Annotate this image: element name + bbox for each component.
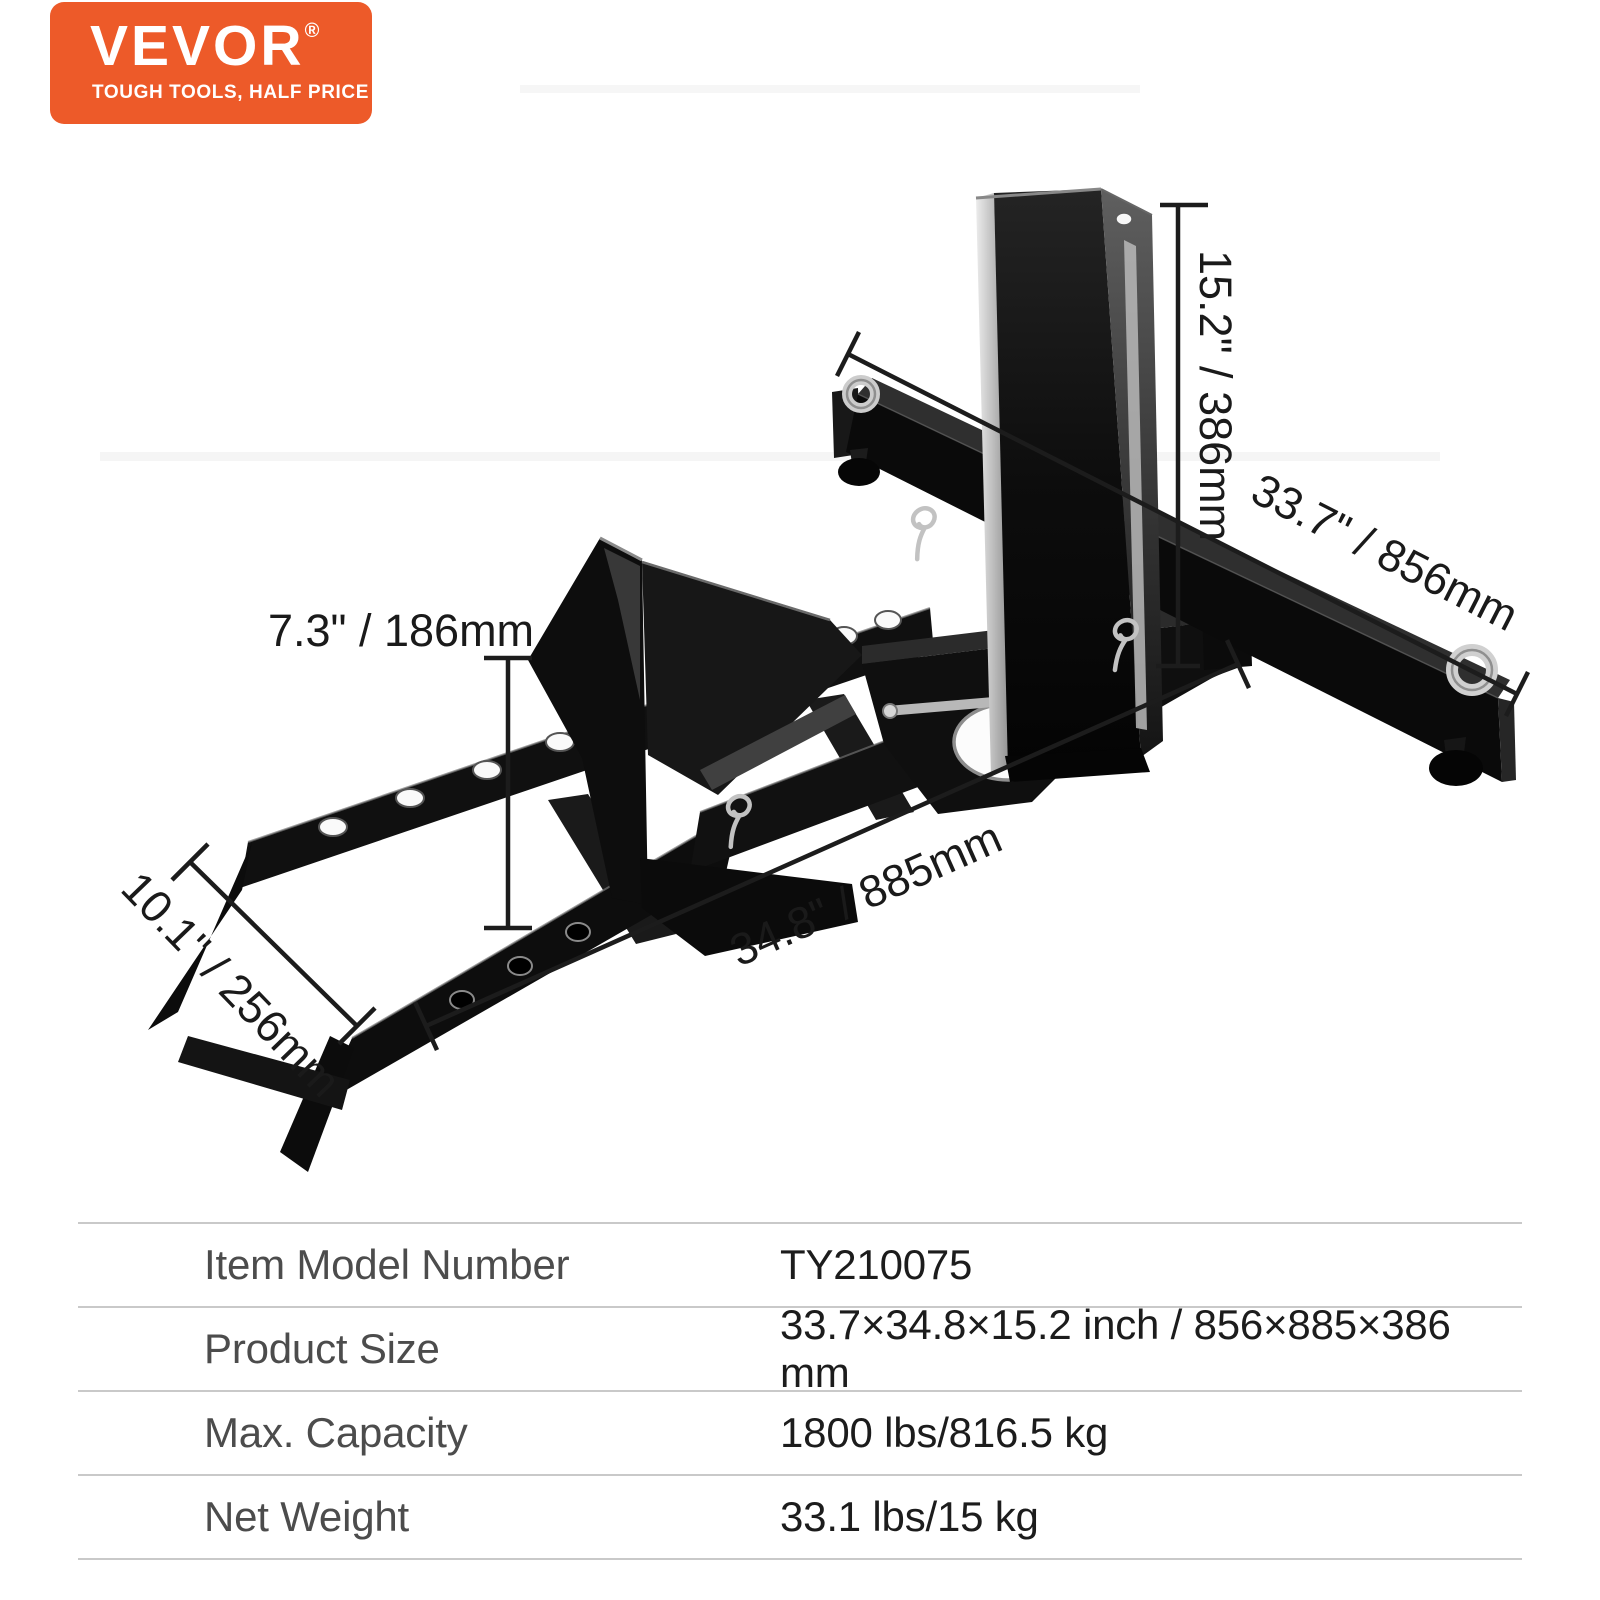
spec-row-weight: Net Weight 33.1 lbs/15 kg [78, 1474, 1522, 1560]
r-clip-pin [725, 793, 752, 850]
upright-inner-stripe [1124, 240, 1147, 730]
spec-row-model: Item Model Number TY210075 [78, 1222, 1522, 1306]
arm-right-end-face [1498, 698, 1516, 782]
cradle-right-wing [642, 562, 862, 795]
near-rail-holes [449, 922, 591, 1010]
dim-chock-height: 7.3" / 186mm [268, 605, 534, 931]
dim-chock-height-label: 7.3" / 186mm [268, 605, 534, 656]
spec-label: Net Weight [204, 1493, 409, 1540]
brand-name: VEVOR [90, 14, 305, 78]
dim-upright-height: 15.2" / 386mm [1156, 202, 1241, 669]
brand-name-row: VEVOR® [90, 18, 372, 75]
upright-base-joint [1005, 748, 1150, 782]
spec-label: Max. Capacity [204, 1409, 468, 1456]
upright-front-face [994, 189, 1141, 770]
spec-value: TY210075 [780, 1241, 973, 1288]
frame-end-crossmember [178, 1036, 350, 1110]
r-clip-pin [910, 505, 937, 562]
dim-upright-height-label: 15.2" / 386mm [1190, 250, 1241, 541]
upright-left-flange [976, 193, 1010, 776]
spec-row-size: Product Size 33.7×34.8×15.2 inch / 856×8… [78, 1301, 1522, 1396]
upright-channel [975, 187, 1163, 782]
watermark-streaks [100, 85, 1440, 461]
spec-value: 33.1 lbs/15 kg [780, 1493, 1039, 1540]
registered-mark: ® [304, 20, 320, 42]
spec-label: Item Model Number [204, 1241, 570, 1288]
r-clip-pins [725, 505, 1139, 850]
r-clip-pin [1112, 617, 1139, 673]
adjuster-knob-left [838, 458, 880, 486]
cradle-front-wedge [640, 858, 858, 956]
spec-value: 1800 lbs/816.5 kg [780, 1409, 1109, 1456]
upright-mount-hole [1115, 212, 1133, 226]
vevor-logo: VEVOR® TOUGH TOOLS, HALF PRICE [50, 2, 372, 124]
spec-value: 33.7×34.8×15.2 inch / 856×885×386 mm [780, 1301, 1451, 1396]
brand-tagline: TOUGH TOOLS, HALF PRICE [92, 82, 369, 103]
cradle-release-bar [700, 695, 856, 790]
spec-table: Item Model Number TY210075 Product Size … [78, 1222, 1522, 1560]
spec-row-capacity: Max. Capacity 1800 lbs/816.5 kg [78, 1390, 1522, 1474]
near-rail-end-flare [280, 1036, 354, 1172]
cradle-left-wing [528, 538, 648, 905]
spec-label: Product Size [204, 1325, 440, 1372]
wheel-cradle [528, 536, 862, 956]
cradle-inner-face [604, 548, 640, 700]
adjuster-knob-right [1429, 750, 1483, 786]
